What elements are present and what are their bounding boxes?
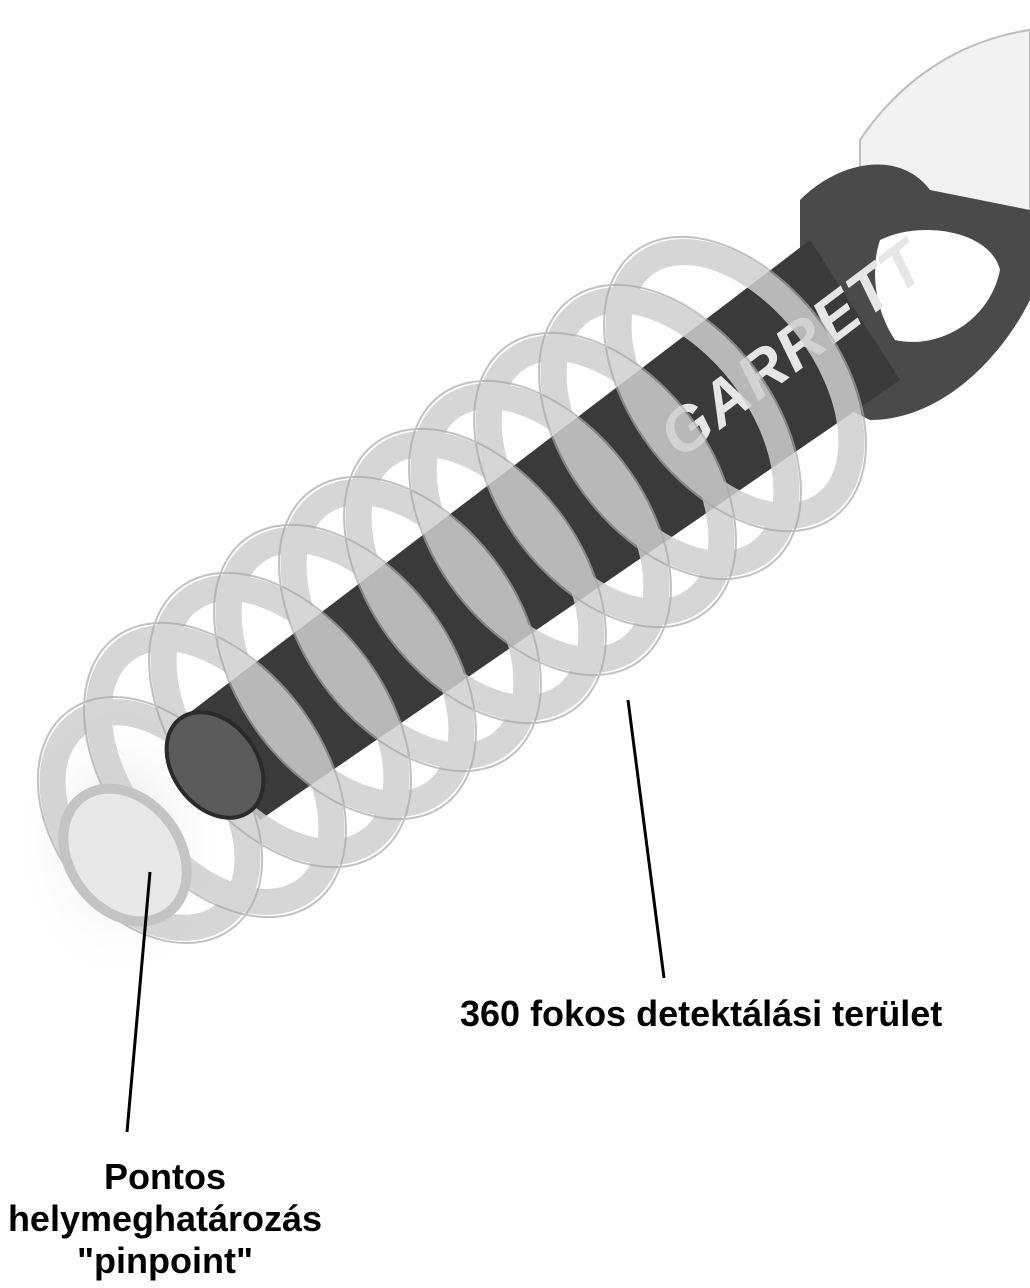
pinpoint-label-line-2: helymeghatározás: [0, 1198, 330, 1240]
leader-line-detection-area: [628, 700, 664, 978]
pinpoint-label-line-3: "pinpoint": [0, 1240, 330, 1282]
pinpoint-label-line-1: Pontos: [0, 1156, 330, 1198]
detection-area-label: 360 fokos detektálási terület: [460, 993, 942, 1035]
pinpoint-label: Pontos helymeghatározás "pinpoint": [0, 1156, 330, 1282]
